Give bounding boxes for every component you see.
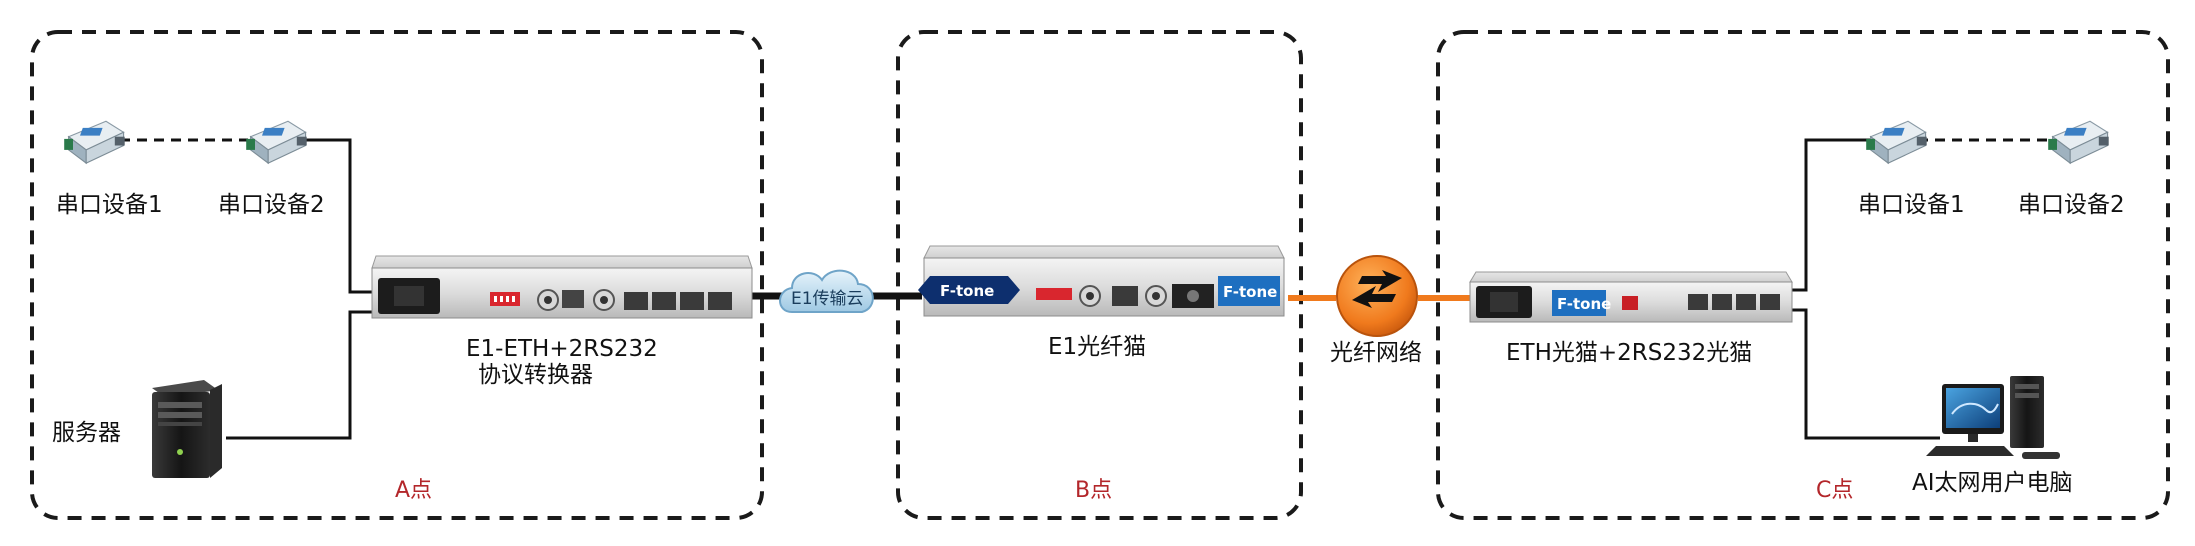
- user-pc-icon: [1926, 376, 2060, 459]
- serial-device-c1-label: 串口设备1: [1858, 192, 1965, 218]
- eth-fiber-modem: [1469, 271, 1793, 323]
- e1-modem-brand-right: F-tone: [1223, 283, 1277, 301]
- e1-cloud-label: E1传输云: [791, 289, 864, 309]
- serial-device-c2-icon: [2047, 120, 2110, 164]
- e1-cloud-icon: [779, 269, 874, 313]
- eth-modem-label: ETH光猫+2RS232光猫: [1506, 340, 1752, 366]
- e1-modem-label: E1光纤猫: [1048, 334, 1146, 360]
- e1-fiber-modem: [918, 245, 1285, 317]
- serial-device-a2-icon: [245, 120, 308, 164]
- zone-b-border: [896, 30, 1303, 520]
- zone-a-border: [30, 30, 764, 520]
- converter-label-line2: 协议转换器: [478, 362, 593, 388]
- serial-device-c2-label: 串口设备2: [2018, 192, 2125, 218]
- server-label: 服务器: [52, 420, 121, 446]
- serial-device-a1-icon: [63, 120, 126, 164]
- server-icon: [152, 380, 222, 478]
- user-pc-label: AI太网用户电脑: [1912, 470, 2073, 496]
- converter-label-line1: E1-ETH+2RS232: [466, 336, 658, 362]
- e1-modem-brand-left: F-tone: [940, 282, 994, 300]
- protocol-converter: [371, 255, 753, 319]
- zone-b-label: B点: [1075, 478, 1112, 503]
- zone-c-border: [1436, 30, 2170, 520]
- zone-a-label: A点: [395, 478, 432, 503]
- serial-device-c1-icon: [1865, 120, 1928, 164]
- serial-device-a2-label: 串口设备2: [218, 192, 325, 218]
- fiber-network-icon: [1336, 255, 1418, 337]
- fiber-network-label: 光纤网络: [1330, 340, 1422, 366]
- zone-c-label: C点: [1816, 478, 1853, 503]
- eth-modem-brand: F-tone: [1557, 295, 1611, 313]
- serial-device-a1-label: 串口设备1: [56, 192, 163, 218]
